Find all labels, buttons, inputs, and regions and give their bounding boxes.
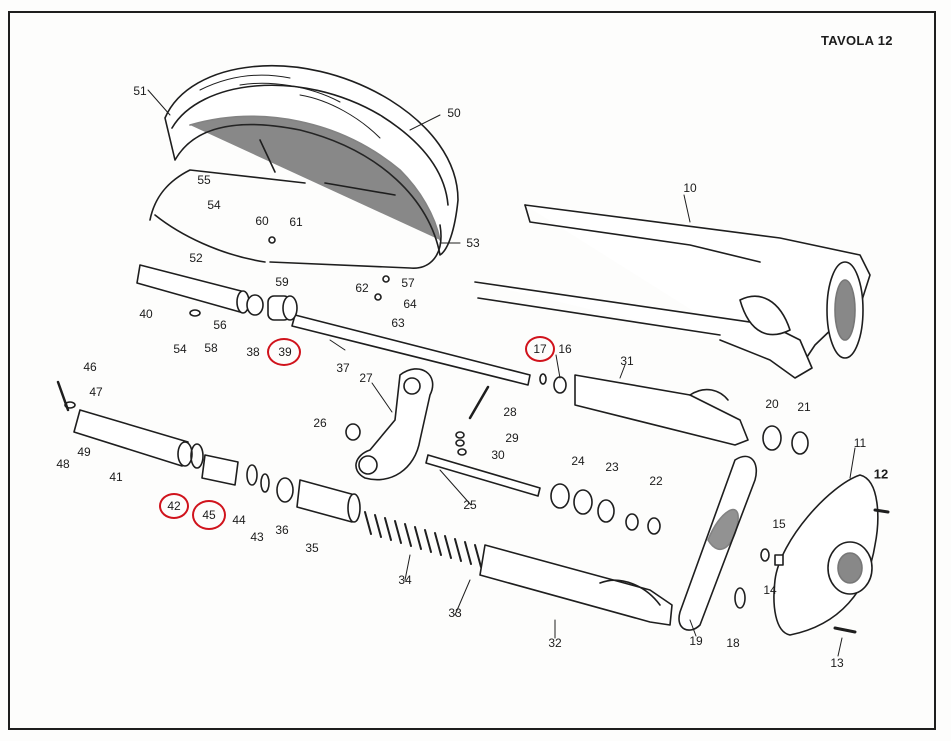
callout-30: 30 xyxy=(491,448,505,462)
callout-46: 46 xyxy=(83,360,97,374)
callout-19: 19 xyxy=(689,634,703,648)
callout-61: 61 xyxy=(289,215,303,229)
cover-part-11 xyxy=(773,474,879,636)
callout-14: 14 xyxy=(763,583,777,597)
callout-41: 41 xyxy=(109,470,123,484)
fork-tube-part-31 xyxy=(574,374,749,446)
callout-56: 56 xyxy=(213,318,227,332)
callout-33: 33 xyxy=(448,606,462,620)
fork-leg-part-40 xyxy=(136,264,250,314)
callout-31: 31 xyxy=(620,354,634,368)
callout-55: 55 xyxy=(197,173,211,187)
plate-title: TAVOLA 12 xyxy=(821,33,893,48)
callout-27: 27 xyxy=(359,371,373,385)
rings-part-42-45 xyxy=(190,443,270,493)
callout-15: 15 xyxy=(772,517,786,531)
mudguard-stays-part-52-53 xyxy=(149,139,442,269)
callout-53: 53 xyxy=(466,236,480,250)
callout-59: 59 xyxy=(275,275,289,289)
callout-10: 10 xyxy=(683,181,697,195)
plate-part-19 xyxy=(678,455,757,631)
callout-49: 49 xyxy=(77,445,91,459)
callout-36: 36 xyxy=(275,523,289,537)
leader-lines xyxy=(147,89,856,657)
callout-35: 35 xyxy=(305,541,319,555)
callout-52: 52 xyxy=(189,251,203,265)
callout-23: 23 xyxy=(605,460,619,474)
callout-50: 50 xyxy=(447,106,461,120)
callout-48: 48 xyxy=(56,457,70,471)
mudguard-part-50-51 xyxy=(164,64,459,256)
callout-16: 16 xyxy=(558,342,572,356)
callout-32: 32 xyxy=(548,636,562,650)
callout-29: 29 xyxy=(505,431,519,445)
callout-38: 38 xyxy=(246,345,260,359)
callout-57: 57 xyxy=(401,276,415,290)
small-hardware xyxy=(56,236,890,634)
callout-37: 37 xyxy=(336,361,350,375)
callout-58: 58 xyxy=(204,341,218,355)
callout-25: 25 xyxy=(463,498,477,512)
callout-62: 62 xyxy=(355,281,369,295)
callout-13: 13 xyxy=(830,656,844,670)
callout-24: 24 xyxy=(571,454,585,468)
bracket-part-27 xyxy=(355,368,434,481)
highlight-circle-17 xyxy=(525,336,555,362)
callout-44: 44 xyxy=(232,513,246,527)
bushes-part-38-39 xyxy=(246,294,298,321)
callout-54-top: 54 xyxy=(207,198,221,212)
callout-64: 64 xyxy=(403,297,417,311)
callout-12: 12 xyxy=(873,466,889,482)
callout-22: 22 xyxy=(649,474,663,488)
fork-part-10 xyxy=(474,204,871,379)
callout-21: 21 xyxy=(797,400,811,414)
fork-leg-part-41 xyxy=(73,409,193,467)
callout-18: 18 xyxy=(726,636,740,650)
callout-34: 34 xyxy=(398,573,412,587)
callout-26: 26 xyxy=(313,416,327,430)
shaft-part-25 xyxy=(425,454,541,497)
callout-63: 63 xyxy=(391,316,405,330)
callout-11: 11 xyxy=(853,436,867,450)
sleeve-part-35-36 xyxy=(276,477,361,523)
highlight-circle-45 xyxy=(192,500,226,530)
callout-28: 28 xyxy=(503,405,517,419)
callout-54-bottom: 54 xyxy=(173,342,187,356)
highlight-circle-42 xyxy=(159,493,189,519)
callout-47: 47 xyxy=(89,385,103,399)
callout-40: 40 xyxy=(139,307,153,321)
highlight-circle-39 xyxy=(267,338,301,366)
callout-20: 20 xyxy=(765,397,779,411)
callout-60: 60 xyxy=(255,214,269,228)
spring-part-34 xyxy=(364,511,482,568)
diagram-frame xyxy=(8,11,936,730)
fork-slider-part-32 xyxy=(479,544,673,626)
callout-43: 43 xyxy=(250,530,264,544)
callout-51: 51 xyxy=(133,84,147,98)
spindle-part-37 xyxy=(291,314,531,386)
